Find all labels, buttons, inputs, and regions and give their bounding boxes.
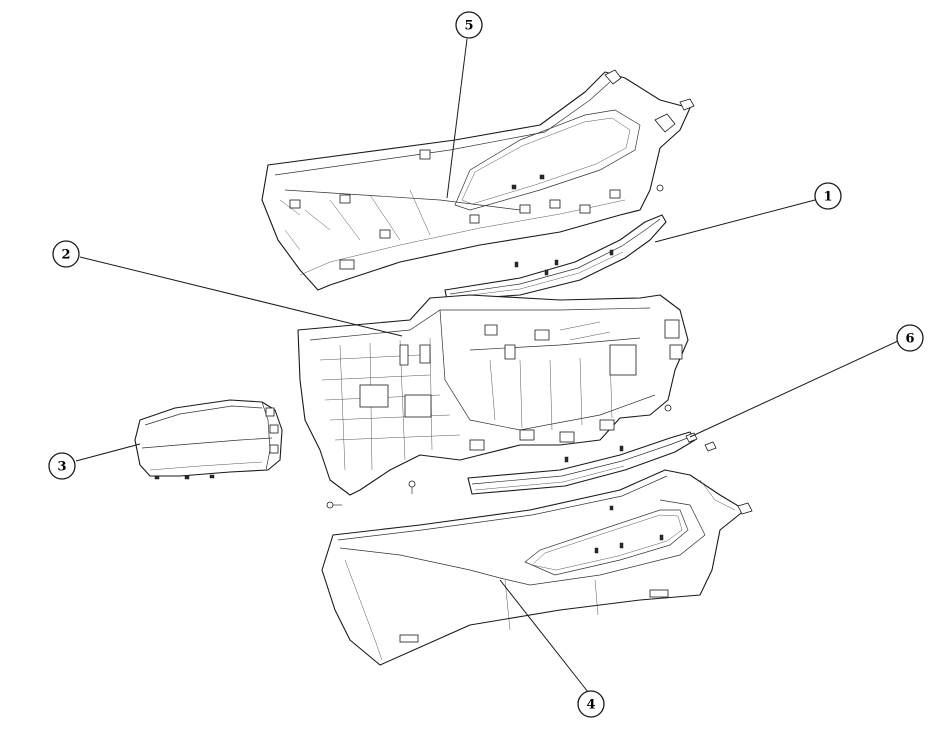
callout-3: 3 [48,452,76,480]
callout-2: 2 [52,240,80,268]
callout-6: 6 [896,324,924,352]
part-lower-side-panel [321,469,753,666]
part-trim-strip-1 [444,214,667,301]
leader-6 [689,340,899,438]
callout-5: 5 [455,11,483,39]
leader-4 [499,579,589,693]
callout-6-label: 6 [905,332,914,347]
part-upper-trim-panel [261,69,695,291]
callout-4-label: 4 [586,698,595,713]
part-side-pocket [134,399,283,480]
part-trim-strip-6 [467,431,717,495]
callout-1-label: 1 [823,190,832,205]
callout-4: 4 [577,690,605,718]
leader-1 [654,199,816,243]
leader-lines [75,38,899,693]
leader-2 [79,256,403,337]
callout-2-label: 2 [61,248,70,263]
leader-5 [446,38,468,199]
callout-3-label: 3 [57,460,66,475]
leader-3 [75,443,141,462]
callout-1: 1 [814,182,842,210]
part-main-bracket [297,184,689,509]
callout-5-label: 5 [464,19,473,34]
